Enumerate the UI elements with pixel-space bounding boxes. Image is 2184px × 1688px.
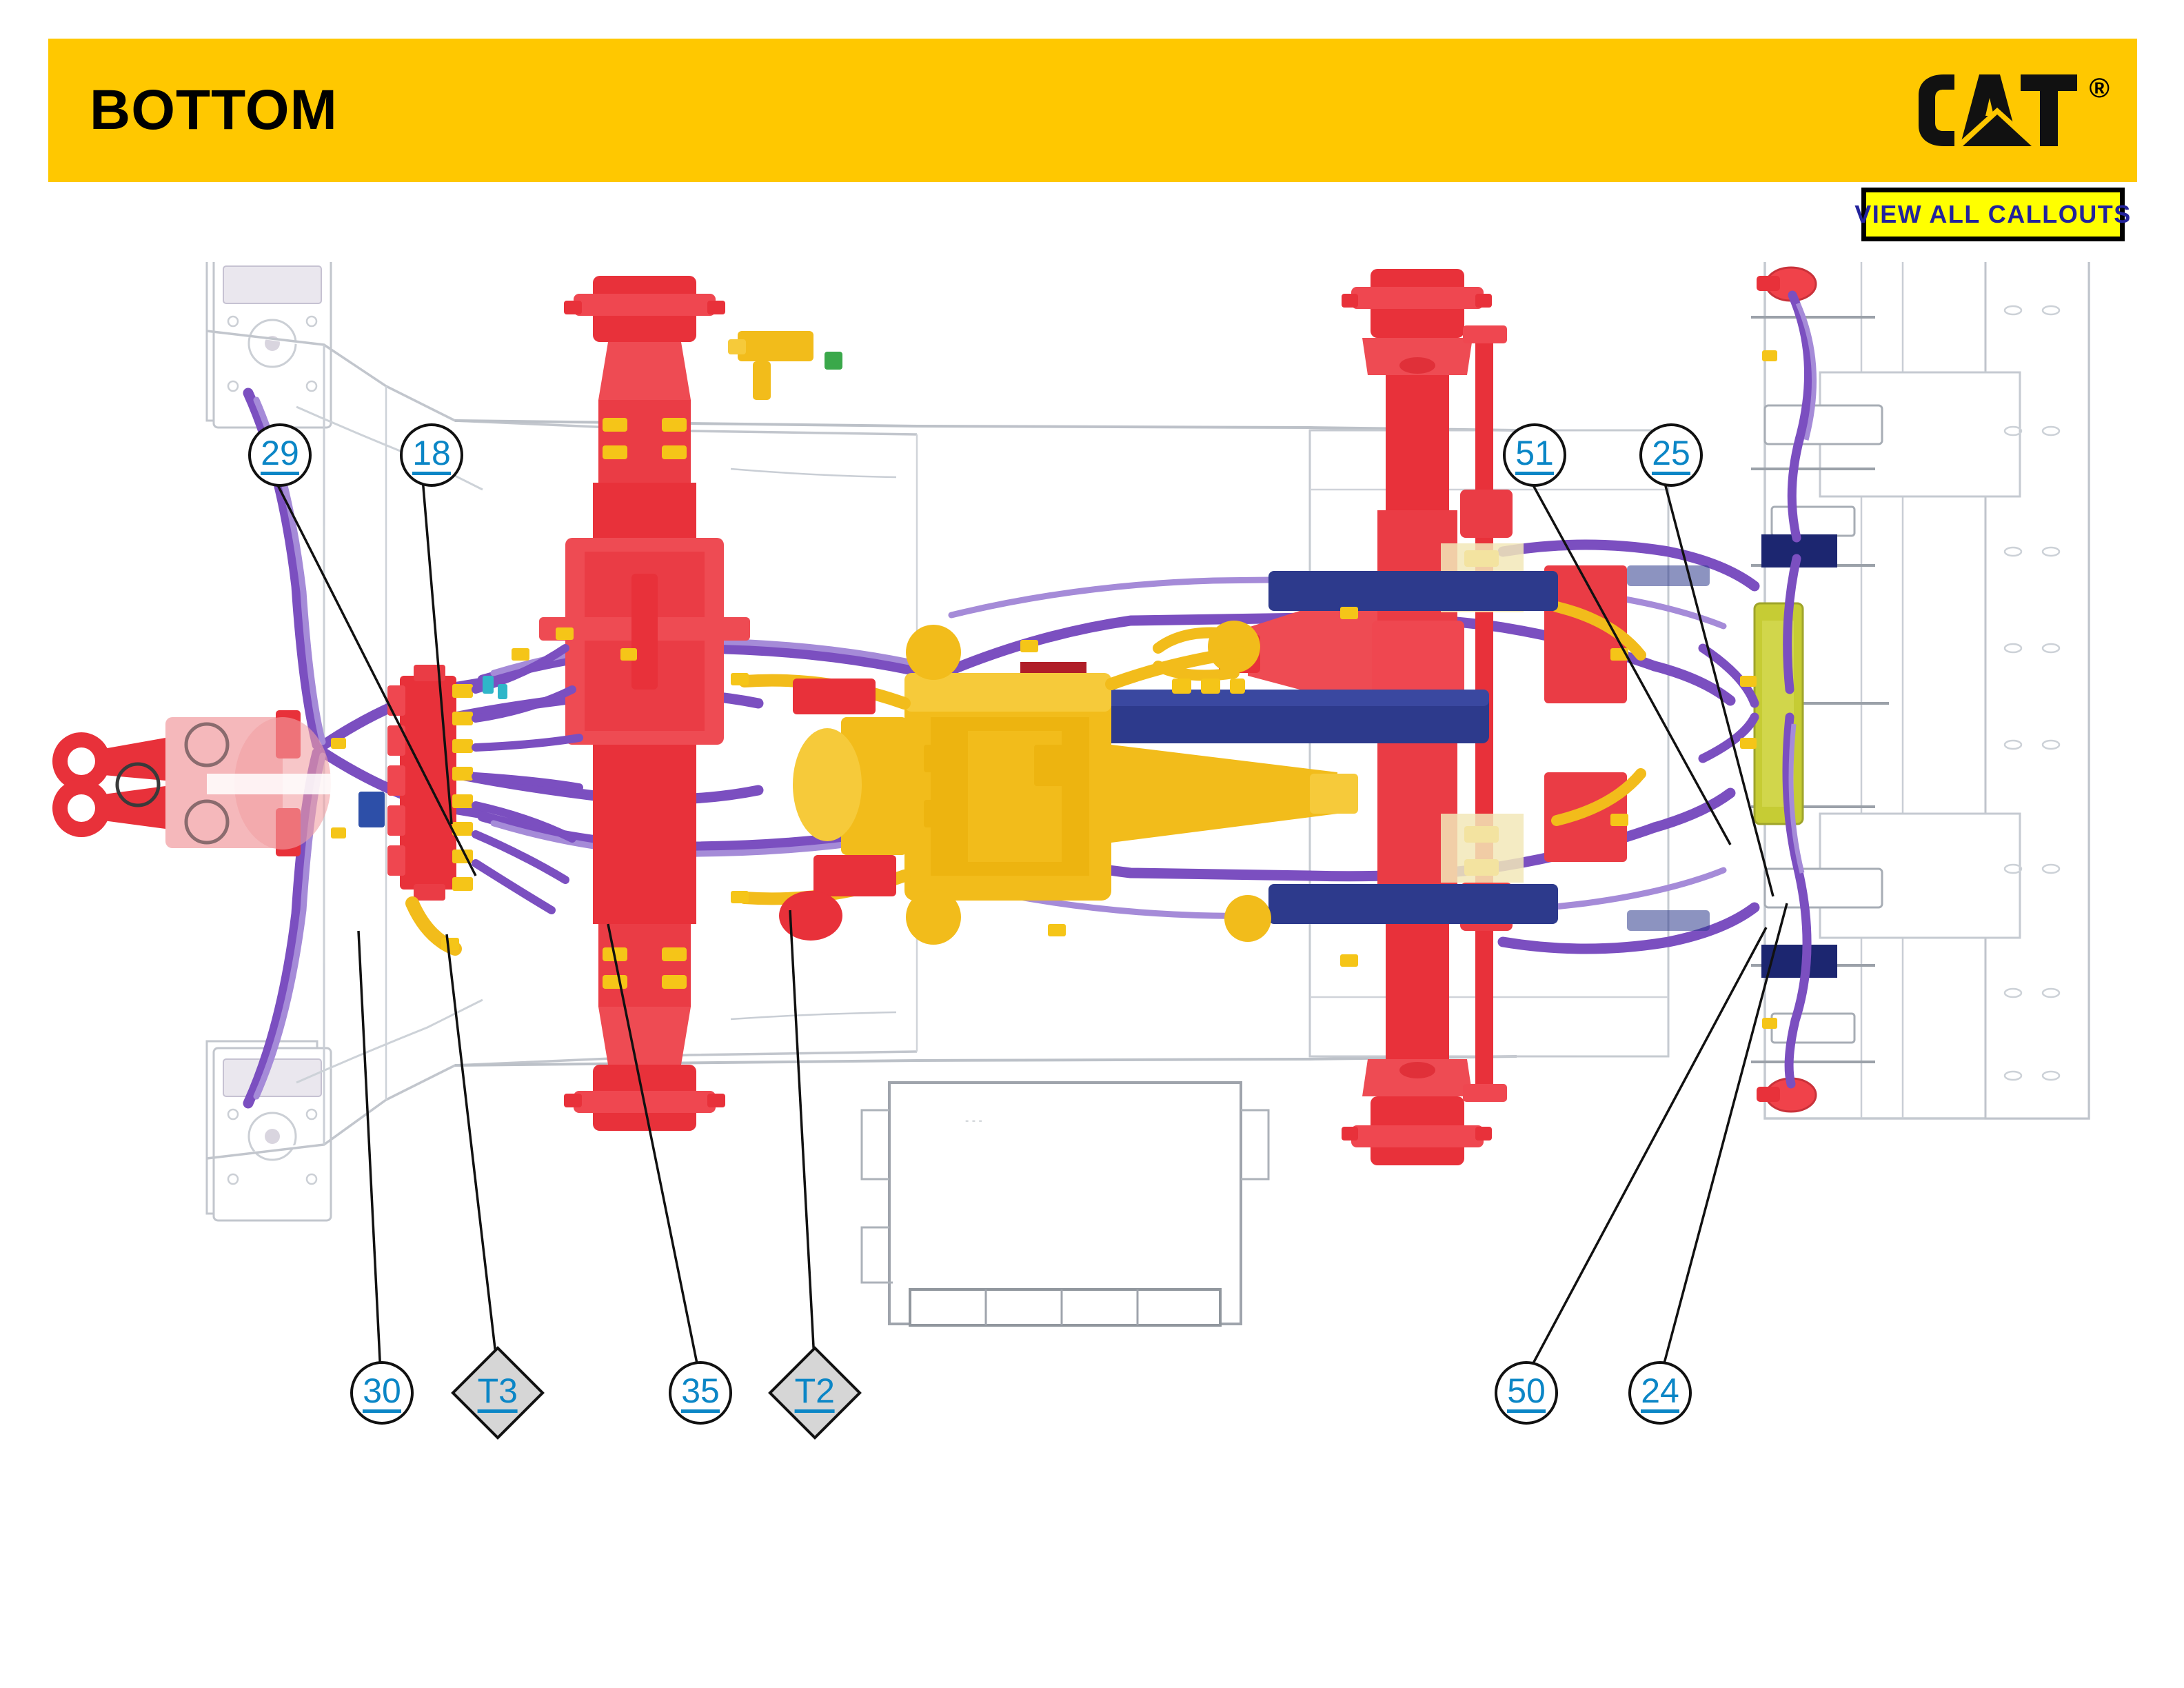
callout-leader-lines: [269, 470, 1788, 1374]
callout-label-25: 25: [1652, 436, 1690, 475]
callout-label-51: 51: [1515, 436, 1554, 475]
header-bar: BOTTOM ®: [48, 39, 2137, 182]
callout-label-35: 35: [681, 1374, 720, 1413]
callout-51: 51: [1503, 423, 1566, 487]
fuel-tank-ghost: - - -: [860, 1081, 1270, 1327]
front-axle: [539, 276, 750, 1131]
view-all-callouts-label: VIEW ALL CALLOUTS: [1854, 200, 2132, 228]
callout-24: 24: [1628, 1361, 1692, 1425]
callout-marker-50[interactable]: 50: [1495, 1361, 1558, 1425]
view-all-callouts-button[interactable]: VIEW ALL CALLOUTS: [1854, 188, 2130, 241]
callout-marker-30[interactable]: 30: [350, 1361, 414, 1425]
machine-diagram: - - -: [0, 262, 2184, 1503]
callout-label-30: 30: [363, 1374, 401, 1413]
callout-label-24: 24: [1641, 1374, 1679, 1413]
hydraulic-cylinder-blue: [1075, 565, 1710, 931]
callout-t3: T3: [451, 1346, 545, 1440]
callout-label-t2: T2: [794, 1371, 836, 1413]
blade-block-lower: [1761, 945, 1837, 978]
callout-18: 18: [400, 423, 463, 487]
callout-marker-t3[interactable]: T3: [451, 1346, 545, 1440]
callout-label-18: 18: [412, 436, 451, 475]
callout-marker-t2[interactable]: T2: [768, 1346, 862, 1440]
callout-50: 50: [1495, 1361, 1558, 1425]
callout-marker-24[interactable]: 24: [1628, 1361, 1692, 1425]
sensor-green: [825, 352, 842, 370]
front-bracket-yellow: [728, 331, 813, 400]
callout-29: 29: [248, 423, 312, 487]
callout-marker-51[interactable]: 51: [1503, 423, 1566, 487]
ripper-assembly: [1698, 262, 2090, 1120]
front-hitch: [52, 710, 331, 856]
svg-text:- - -: - - -: [965, 1115, 982, 1127]
callout-marker-35[interactable]: 35: [669, 1361, 732, 1425]
callout-t2: T2: [768, 1346, 862, 1440]
hydraulic-valve-manifold: [358, 644, 583, 956]
callout-30: 30: [350, 1361, 414, 1425]
callout-25: 25: [1639, 423, 1703, 487]
callout-label-50: 50: [1507, 1374, 1546, 1413]
cat-wordmark-icon: [1913, 72, 2085, 149]
hose-fittings: [331, 607, 1628, 967]
page-title: BOTTOM: [90, 79, 338, 141]
transmission-assembly: [738, 621, 1358, 945]
callout-marker-29[interactable]: 29: [248, 423, 312, 487]
callout-marker-25[interactable]: 25: [1639, 423, 1703, 487]
callout-35: 35: [669, 1361, 732, 1425]
callout-label-t3: T3: [477, 1371, 518, 1413]
callout-label-29: 29: [261, 436, 299, 475]
registered-mark-icon: ®: [2089, 73, 2110, 103]
callout-marker-18[interactable]: 18: [400, 423, 463, 487]
cat-logo: ®: [1913, 72, 2110, 149]
